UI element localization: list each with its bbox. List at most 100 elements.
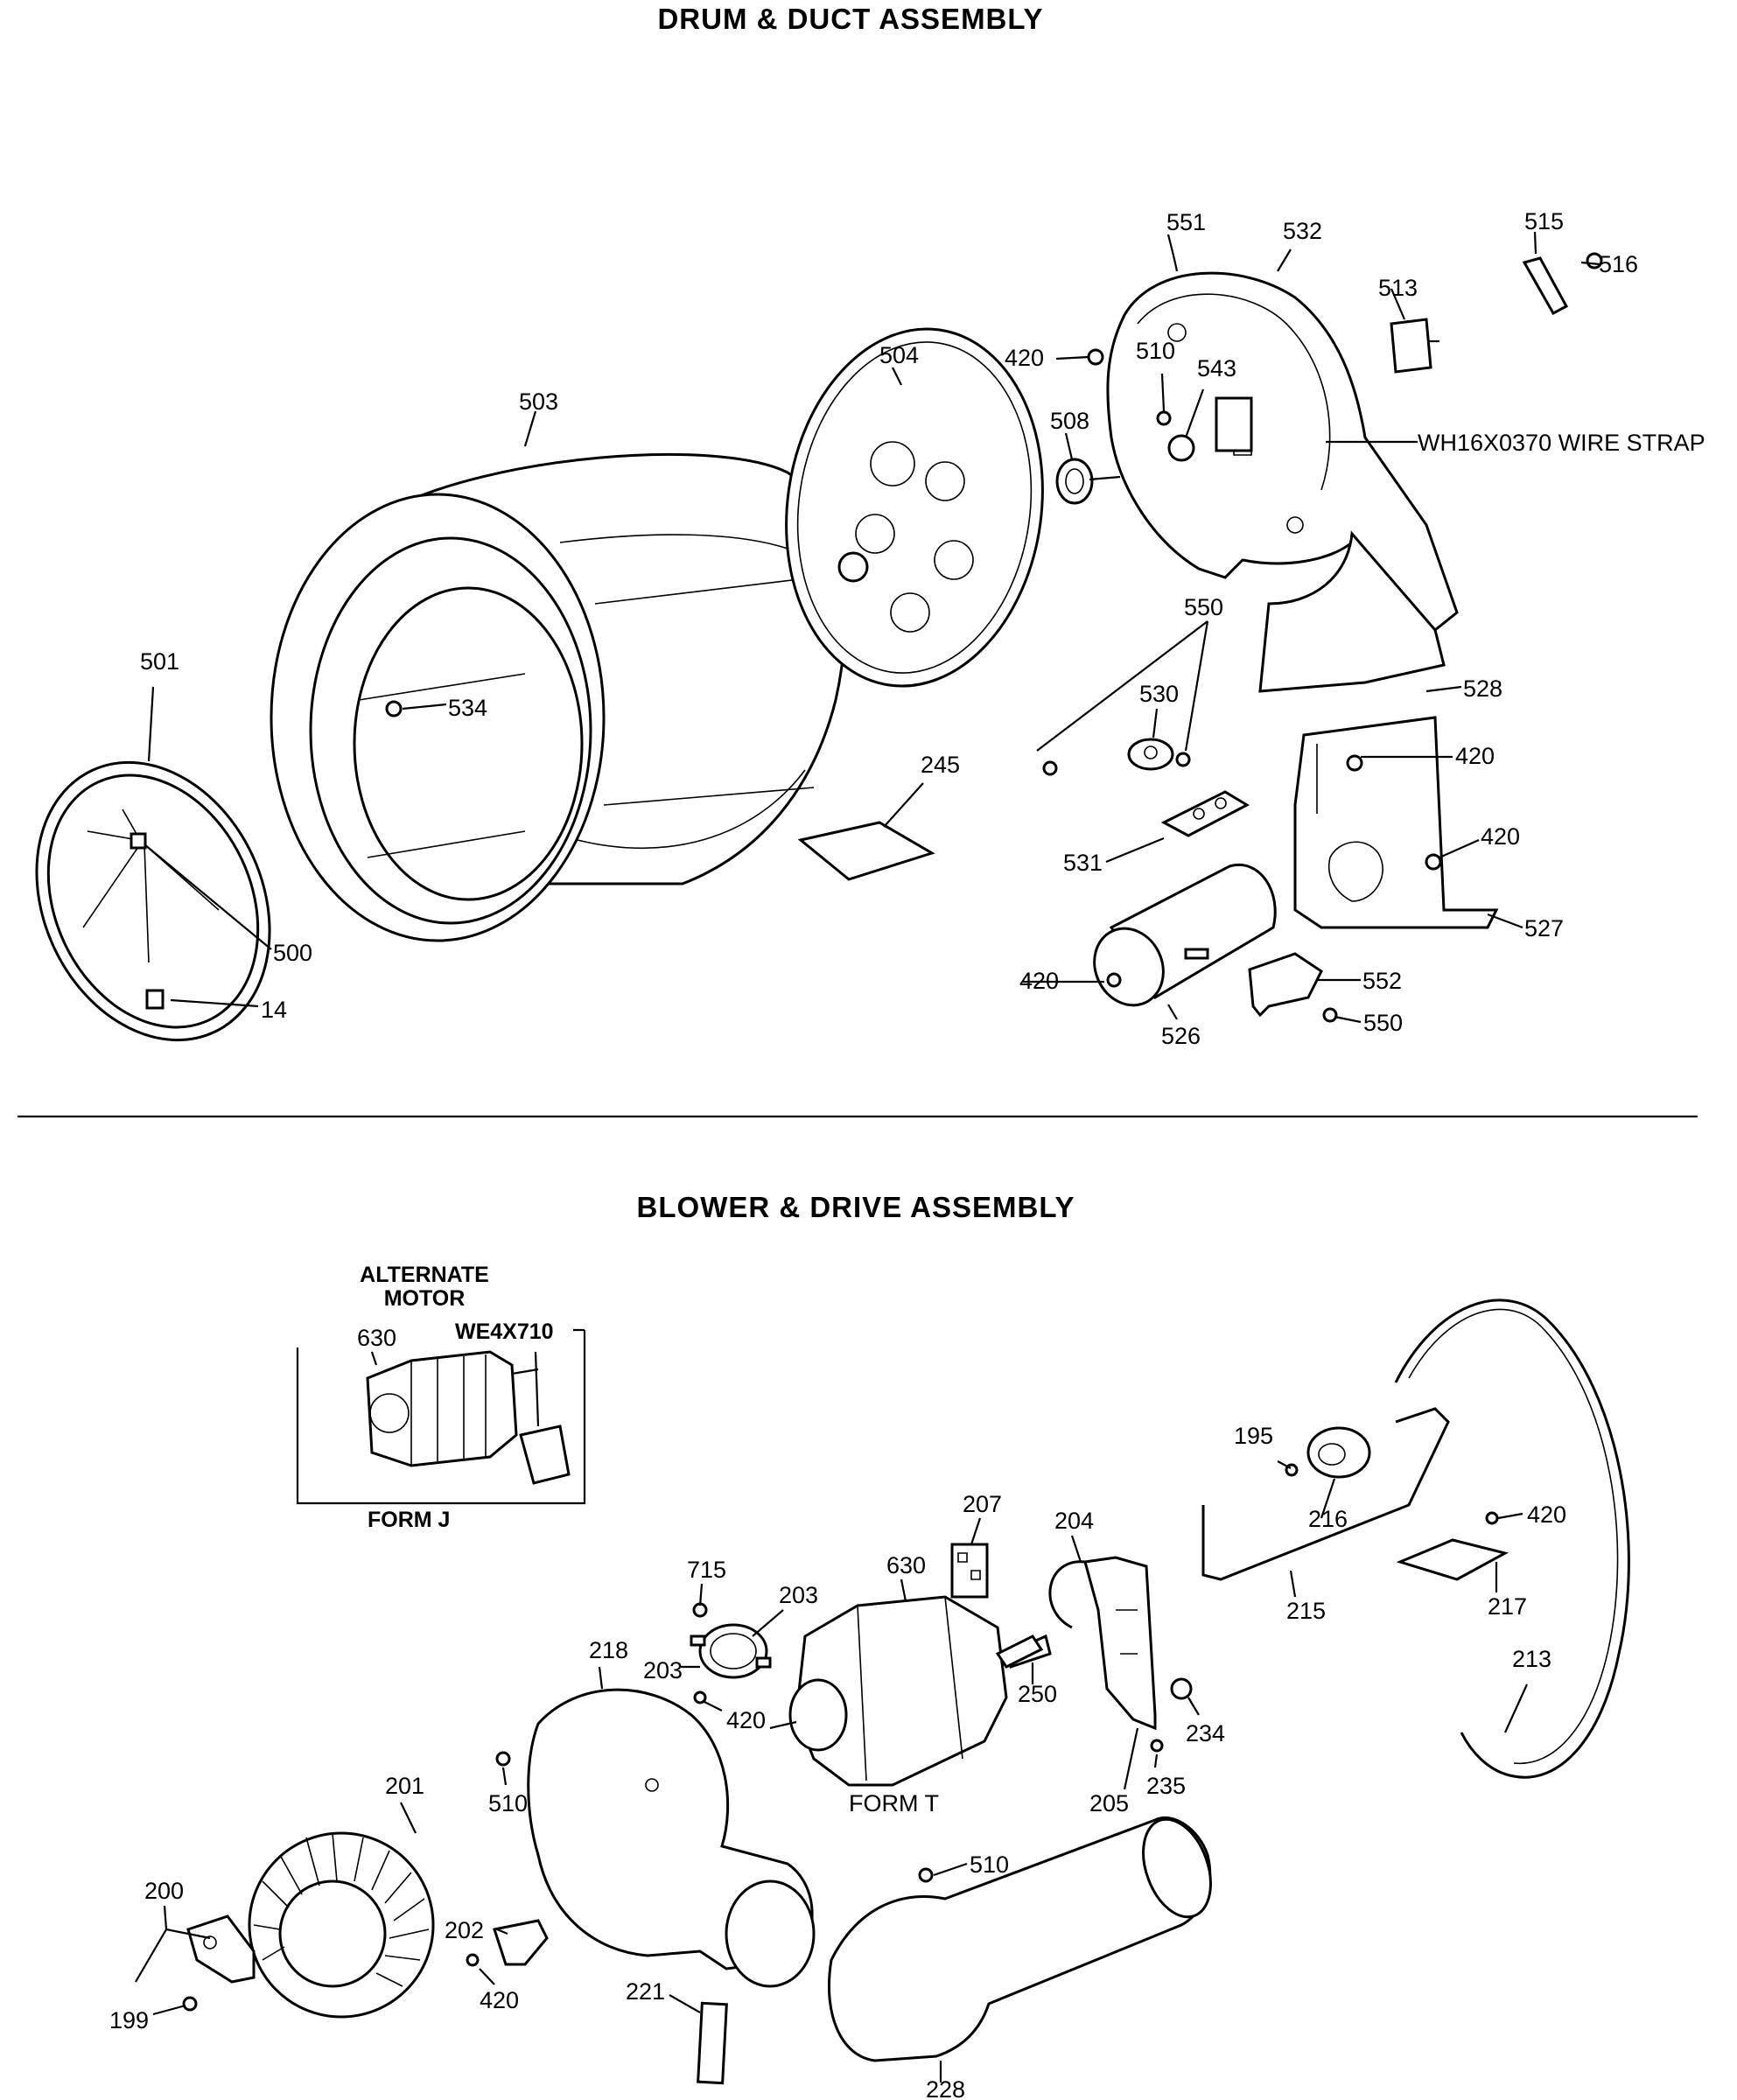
label-215: 215 [1286, 1598, 1326, 1624]
part-501-ring [35, 760, 271, 1042]
part-503-drum [270, 452, 847, 942]
alternate-label-line1: ALTERNATE [360, 1263, 489, 1287]
label-503: 503 [519, 388, 558, 415]
part-217-bracket [1396, 1538, 1509, 1581]
label-527: 527 [1524, 915, 1564, 942]
label-510-b: 510 [970, 1852, 1009, 1878]
label-715: 715 [687, 1557, 726, 1583]
part-504-bulkhead [785, 327, 1044, 688]
label-534: 534 [448, 695, 487, 721]
label-420-d: 420 [1019, 968, 1059, 994]
label-500: 500 [273, 940, 312, 966]
label-550-a: 550 [1184, 594, 1223, 620]
part-510-screw-a [1156, 410, 1172, 426]
part-532-blower-housing [1106, 271, 1459, 693]
label-217: 217 [1488, 1593, 1527, 1620]
label-510: 510 [1136, 338, 1175, 364]
label-201: 201 [385, 1773, 424, 1799]
part-530-thermostat [1127, 738, 1174, 771]
part-245-plate [797, 821, 935, 881]
label-203-b: 203 [643, 1657, 683, 1684]
part-420-screw-b [1346, 754, 1363, 772]
label-420-g: 420 [480, 1987, 519, 2013]
label-205: 205 [1089, 1790, 1129, 1816]
part-221-seal [697, 2001, 728, 2085]
part-215-idler-arm [1201, 1407, 1450, 1581]
part-199-screw [182, 1996, 198, 2012]
label-199: 199 [109, 2007, 149, 2034]
label-630-a: 630 [357, 1325, 396, 1351]
blower-leader-lines [135, 1460, 1529, 2082]
wire-strap-label: WH16X0370 WIRE STRAP [1418, 430, 1705, 456]
label-218: 218 [589, 1637, 628, 1663]
label-234: 234 [1186, 1720, 1225, 1746]
part-513-bracket [1390, 318, 1439, 374]
part-420-screw-f [693, 1690, 707, 1704]
drum-duct-title: DRUM & DUCT ASSEMBLY [657, 3, 1043, 35]
part-204-clamp [1048, 1556, 1157, 1731]
label-543: 543 [1197, 355, 1236, 382]
label-420-c: 420 [1481, 823, 1520, 850]
part-201-blower-wheel [248, 1831, 435, 2019]
label-420-f: 420 [726, 1707, 766, 1733]
part-420-screw-a [1087, 348, 1104, 366]
label-207: 207 [963, 1491, 1002, 1517]
part-228-exhaust-duct [827, 1816, 1212, 2062]
part-420-screw-g [466, 1953, 480, 1967]
part-534-screw [385, 700, 403, 718]
part-218-blower-housing [527, 1688, 816, 1988]
label-508: 508 [1050, 408, 1089, 434]
blower-drive-title: BLOWER & DRIVE ASSEMBLY [637, 1191, 1075, 1223]
label-420-b: 420 [1455, 743, 1495, 769]
label-501: 501 [140, 648, 179, 675]
part-213-belt [1394, 1298, 1630, 1779]
label-515: 515 [1524, 208, 1564, 234]
label-530: 530 [1139, 681, 1179, 707]
label-550-b: 550 [1363, 1010, 1403, 1036]
part-235-screw [1150, 1739, 1164, 1753]
part-630-motor [769, 1595, 1052, 1787]
label-228: 228 [926, 2076, 965, 2100]
label-532: 532 [1283, 218, 1322, 244]
label-245: 245 [921, 752, 960, 778]
label-551: 551 [1166, 209, 1206, 235]
label-510-a: 510 [488, 1790, 528, 1816]
part-207-switch [950, 1543, 989, 1599]
part-508-bearing [1055, 458, 1121, 505]
part-510-screw-c [918, 1867, 934, 1883]
part-420-screw-c [1425, 853, 1442, 871]
part-234-bumper [1170, 1677, 1193, 1700]
label-552: 552 [1362, 968, 1402, 994]
label-630-b: 630 [886, 1552, 926, 1578]
label-200: 200 [144, 1878, 184, 1904]
alternate-motor-box: ALTERNATE MOTOR 630 WE4X710 FORM J [296, 1263, 586, 1532]
label-420-a: 420 [1005, 345, 1044, 371]
form-t-label: FORM T [849, 1790, 939, 1816]
label-204: 204 [1054, 1508, 1094, 1534]
part-550-screw-b [1175, 752, 1191, 767]
part-203-mount [690, 1623, 772, 1679]
part-510-screw-b [495, 1751, 511, 1767]
label-250: 250 [1018, 1681, 1057, 1707]
part-550-screw-c [1322, 1007, 1338, 1023]
part-200-bracket [186, 1914, 256, 1984]
label-213: 213 [1512, 1646, 1551, 1672]
part-420-screw-e [1485, 1511, 1499, 1525]
part-250-coupling [995, 1634, 1044, 1669]
label-14: 14 [261, 997, 287, 1023]
label-221: 221 [626, 1978, 665, 2005]
part-216-pulley [1306, 1426, 1371, 1479]
alternate-motor-drawing [366, 1350, 571, 1485]
label-203-a: 203 [779, 1582, 818, 1608]
part-202-pulley-bracket [493, 1919, 549, 1966]
label-528: 528 [1463, 676, 1502, 702]
alternate-label-line2: MOTOR [384, 1286, 466, 1311]
part-715-screw [692, 1602, 708, 1618]
part-531-bracket [1160, 790, 1250, 837]
label-216: 216 [1308, 1506, 1348, 1532]
part-420-screw-d [1106, 972, 1122, 988]
part-14-clip [145, 989, 165, 1010]
form-j-label: FORM J [368, 1508, 450, 1532]
part-527-heater-box [1293, 716, 1499, 929]
